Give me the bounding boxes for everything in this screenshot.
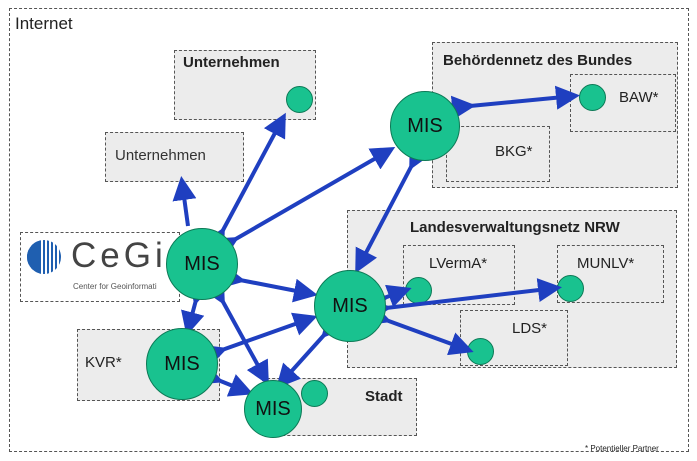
unternehmen-top-label: Unternehmen bbox=[183, 54, 280, 71]
arrow-cegi-stadt bbox=[202, 278, 269, 386]
arrow-cegi-nrw bbox=[220, 264, 318, 303]
arrow-nrw-stadt bbox=[275, 312, 346, 389]
unternehmen-mid-label: Unternehmen bbox=[115, 147, 206, 164]
kvr-label: KVR* bbox=[85, 354, 122, 371]
bkg-box bbox=[446, 126, 550, 182]
mis-node-kvr: MIS bbox=[146, 328, 218, 400]
arrow-nrw-lds bbox=[364, 302, 474, 356]
unternehmen-top-node bbox=[286, 86, 313, 113]
mis-node-cegi: MIS bbox=[166, 228, 238, 300]
cegi-logo-subtitle: Center for Geoinformati bbox=[73, 282, 157, 291]
lverma-label: LVermA* bbox=[429, 255, 488, 272]
arrow-cegi-unternehmen-mid bbox=[172, 176, 197, 227]
stadt-label: Stadt bbox=[365, 388, 403, 405]
nrw-label: Landesverwaltungsnetz NRW bbox=[410, 219, 620, 236]
mis-node-bund: MIS bbox=[390, 91, 460, 161]
bund-label: Behördennetz des Bundes bbox=[443, 52, 633, 69]
arrow-cegi-kvr bbox=[181, 279, 213, 336]
arrow-bund-baw bbox=[450, 85, 580, 120]
arrow-kvr-stadt bbox=[196, 362, 254, 397]
mis-node-nrw: MIS bbox=[314, 270, 386, 342]
cegi-logo-text: CeGi bbox=[71, 236, 167, 275]
mis-node-stadt: MIS bbox=[244, 380, 302, 438]
munlv-label: MUNLV* bbox=[577, 255, 635, 272]
bkg-label: BKG* bbox=[495, 143, 533, 160]
baw-label: BAW* bbox=[619, 89, 659, 106]
arrow-bund-nrw bbox=[355, 143, 431, 274]
lds-label: LDS* bbox=[512, 320, 548, 337]
footnote: * Potentieller Partner bbox=[585, 444, 659, 453]
arrow-nrw-lverma bbox=[362, 284, 412, 316]
arrow-nrw-munlv bbox=[366, 278, 562, 323]
cegi-logo-icon bbox=[27, 240, 61, 274]
internet-label: Internet bbox=[15, 14, 73, 33]
